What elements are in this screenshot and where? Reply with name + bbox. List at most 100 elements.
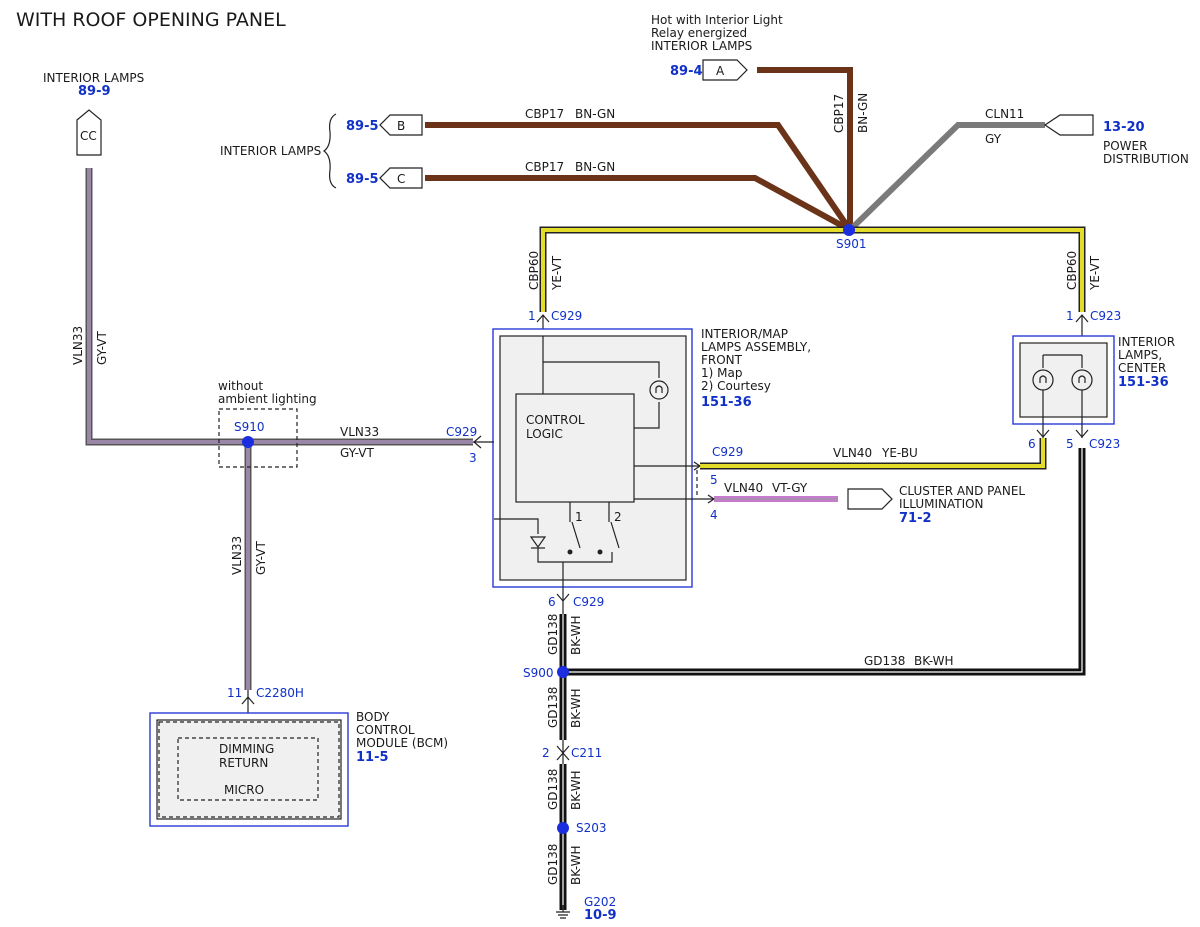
cluster-label-2: ILLUMINATION [899, 497, 984, 511]
pin-label: 6 [548, 595, 556, 609]
front-label-5: 2) Courtesy [701, 379, 771, 393]
pin-label: 2 [542, 746, 550, 760]
ref-13-20[interactable]: 13-20 [1103, 120, 1145, 135]
connector-c211 [556, 740, 570, 764]
wire-label: VLN33 [230, 536, 244, 575]
connector-label: C929 [573, 595, 604, 609]
wire-color-label: GY-VT [95, 331, 109, 365]
wire-label: GD138 [546, 687, 560, 728]
wire-label: CLN11 [985, 107, 1024, 121]
wire-color-label: BK-WH [569, 688, 583, 728]
ref-89-5-c[interactable]: 89-5 [346, 172, 379, 187]
pin-label: 3 [469, 451, 477, 465]
control-logic-label-2: LOGIC [526, 427, 563, 441]
bcm-label-3: MODULE (BCM) [356, 736, 448, 750]
s203-label: S203 [576, 821, 607, 835]
connector-label: C211 [571, 746, 602, 760]
ref-71-2[interactable]: 71-2 [899, 511, 932, 526]
diagram-title: WITH ROOF OPENING PANEL [16, 9, 286, 31]
hot-label-3: INTERIOR LAMPS [651, 39, 752, 53]
ref-89-4[interactable]: 89-4 [670, 64, 703, 79]
pin-label: 1 [528, 309, 536, 323]
switch-1-label: 1 [575, 510, 583, 524]
wire-color-label: YE-VT [550, 255, 564, 291]
wire-label: VLN40 [833, 446, 872, 460]
wire-color-label: BK-WH [569, 615, 583, 655]
wire-label: VLN33 [340, 425, 379, 439]
wire-label: VLN40 [724, 481, 763, 495]
connector-label: C929 [551, 309, 582, 323]
wire-color-label: VT-GY [772, 481, 808, 495]
front-label-3: FRONT [701, 353, 743, 367]
pin-a-label: A [716, 64, 725, 78]
wire-label: GD138 [864, 654, 905, 668]
wire-color-label: BN-GN [575, 107, 615, 121]
wire-label: GD138 [546, 769, 560, 810]
wire-color-label: BK-WH [569, 845, 583, 885]
connector-tag-a[interactable]: A [702, 59, 748, 81]
connector-label: C923 [1089, 437, 1120, 451]
connector-label: C923 [1090, 309, 1121, 323]
ref-89-9[interactable]: 89-9 [78, 84, 111, 99]
pin-label: 4 [710, 508, 718, 522]
connector-tag-b[interactable]: B [379, 114, 423, 136]
ref-151-36-center[interactable]: 151-36 [1118, 375, 1169, 390]
ref-11-5[interactable]: 11-5 [356, 750, 389, 765]
pin-label: 11 [227, 686, 242, 700]
wire-label: VLN33 [71, 326, 85, 365]
interior-lamps-bc-label: INTERIOR LAMPS [220, 144, 321, 158]
without-label-2: ambient lighting [218, 392, 317, 406]
ref-151-36-front[interactable]: 151-36 [701, 395, 752, 410]
wire-vln40-ye-bu [700, 438, 1047, 470]
wire-label: CBP17 [525, 107, 564, 121]
pin-label: 5 [1066, 437, 1074, 451]
connector-tag-cc[interactable]: CC [76, 109, 102, 156]
power-label-2: DISTRIBUTION [1103, 152, 1189, 166]
wire-cbp17 [425, 67, 853, 233]
wire-color-label: GY [985, 132, 1002, 146]
front-label-2: LAMPS ASSEMBLY, [701, 340, 811, 354]
center-lamps-assembly[interactable] [1012, 335, 1115, 438]
wire-color-label: BN-GN [575, 160, 615, 174]
wire-color-label: YE-VT [1088, 255, 1102, 291]
connector-label: C2280H [256, 686, 304, 700]
connector-label: C929 [446, 425, 477, 439]
hot-label-1: Hot with Interior Light [651, 13, 783, 27]
ref-89-5-b[interactable]: 89-5 [346, 119, 379, 134]
s900-label: S900 [523, 666, 554, 680]
brace [322, 113, 337, 189]
connector-tag-c[interactable]: C [379, 167, 423, 189]
splice-s901 [843, 224, 855, 236]
wire-label: CBP17 [832, 94, 846, 133]
ref-10-9[interactable]: 10-9 [584, 908, 617, 923]
wire-color-label: BK-WH [569, 770, 583, 810]
ground-icon [556, 905, 570, 919]
pin-label: 1 [1066, 309, 1074, 323]
connector-c929-left [473, 435, 494, 449]
wire-label: CBP60 [527, 251, 541, 290]
front-lamps-assembly[interactable]: CONTROL LOGIC 1 2 [492, 328, 715, 614]
wire-color-label: BN-GN [856, 93, 870, 133]
connector-tag-power[interactable] [1043, 114, 1094, 136]
bcm-module[interactable]: DIMMING RETURN MICRO [149, 712, 349, 827]
s901-label: S901 [836, 237, 867, 251]
center-label-2: LAMPS, [1118, 348, 1162, 362]
pin-b-label: B [397, 119, 405, 133]
interior-lamps-cc-label: INTERIOR LAMPS [43, 71, 144, 85]
splice-s203 [557, 822, 569, 834]
power-label-1: POWER [1103, 139, 1147, 153]
wire-label: GD138 [546, 844, 560, 885]
splice-s900 [557, 666, 569, 678]
bcm-label-1: BODY [356, 710, 390, 724]
pin-cc-label: CC [80, 129, 97, 143]
wire-color-label: GY-VT [254, 541, 268, 575]
connector-tag-cluster[interactable] [847, 488, 893, 510]
pin-label: 5 [710, 473, 718, 487]
pin-c-label: C [397, 172, 405, 186]
wire-cbp60 [539, 226, 1086, 312]
cluster-label-1: CLUSTER AND PANEL [899, 484, 1025, 498]
front-label-1: INTERIOR/MAP [701, 327, 788, 341]
wire-color-label: YE-BU [881, 446, 918, 460]
connector-c929-bottom [556, 593, 570, 602]
